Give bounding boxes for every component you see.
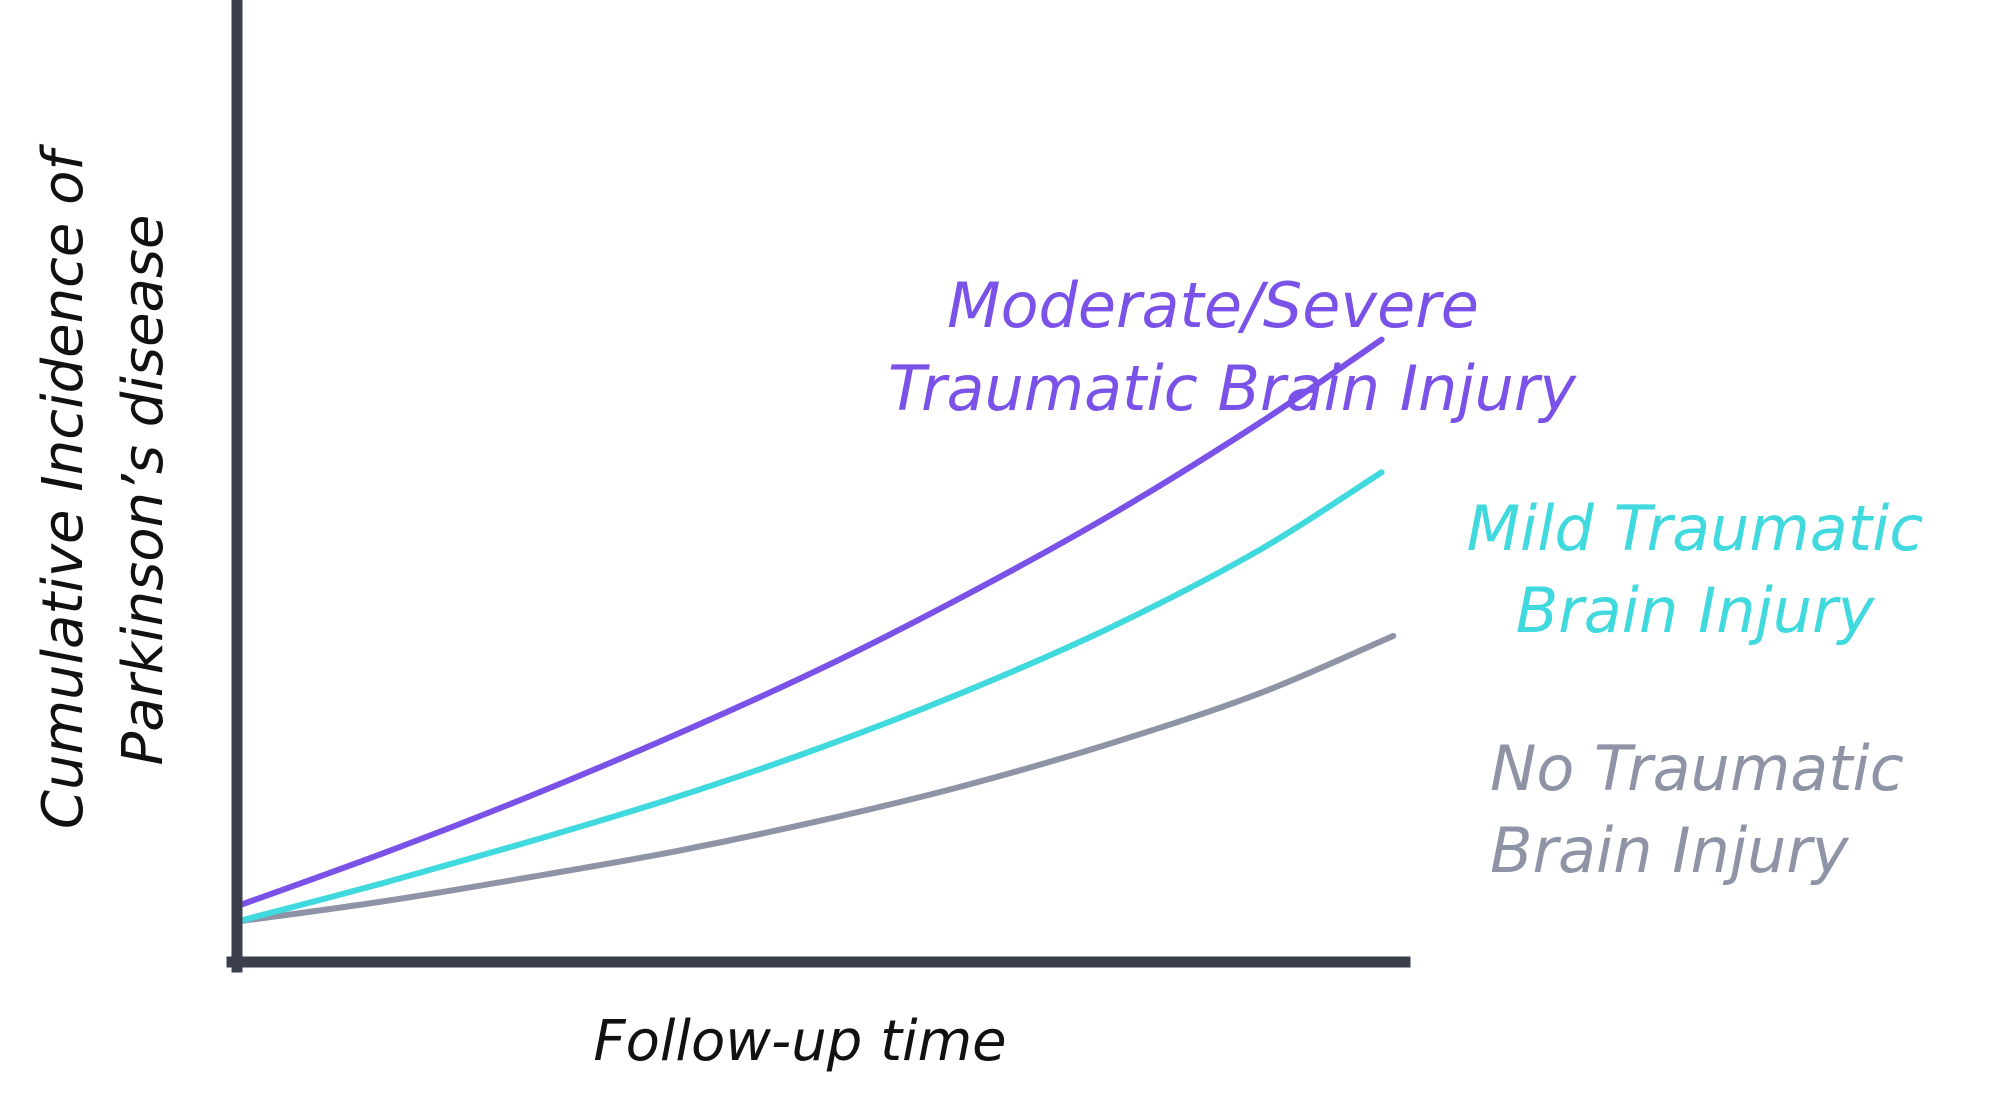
series-line-mild bbox=[234, 469, 1385, 925]
series-line-none bbox=[234, 632, 1397, 925]
y-axis-title-line-2: Parkinson’s disease bbox=[111, 215, 176, 766]
series-label-mild-line-1: Mild Traumatic bbox=[1467, 492, 1924, 565]
series-label-none-line-2: Brain Injury bbox=[1490, 814, 1850, 887]
series-line-moderate-severe bbox=[234, 336, 1385, 910]
series-layer bbox=[234, 336, 1397, 925]
series-label-mild-line-2: Brain Injury bbox=[1516, 574, 1876, 647]
series-label-moderate-severe-line-1: Moderate/Severe bbox=[947, 269, 1479, 342]
y-axis-title-line-1: Cumulative Incidence of bbox=[31, 144, 96, 830]
series-label-none-line-1: No Traumatic bbox=[1490, 732, 1904, 805]
x-axis-title: Follow-up time bbox=[593, 1009, 1006, 1074]
series-label-moderate-severe-line-2: Traumatic Brain Injury bbox=[888, 352, 1577, 425]
